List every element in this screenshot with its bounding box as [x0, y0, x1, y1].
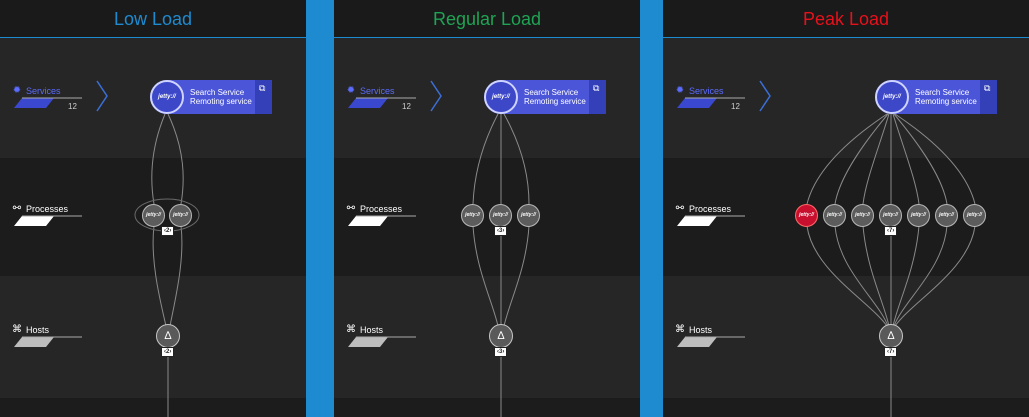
- hosts-underline: [348, 336, 416, 347]
- services-count: 12: [402, 102, 411, 111]
- process-node[interactable]: jetty://: [851, 204, 874, 227]
- external-link-icon: ⧉: [984, 83, 991, 93]
- panel-title: Peak Load: [663, 0, 1029, 38]
- footer-band: [334, 398, 640, 417]
- chevron-right-icon[interactable]: [429, 79, 443, 113]
- connection-lines: [472, 113, 530, 417]
- linux-host-node[interactable]: ∆: [489, 324, 513, 348]
- services-underline: [677, 97, 745, 108]
- external-link-icon: ⧉: [593, 83, 600, 93]
- panel-title: Regular Load: [334, 0, 640, 38]
- process-node[interactable]: jetty://: [142, 204, 165, 227]
- linux-host-node[interactable]: ∆: [156, 324, 180, 348]
- process-icon: ⚯: [675, 203, 685, 214]
- row-label-processes[interactable]: ⚯ Processes: [12, 203, 69, 215]
- chevron-right-icon[interactable]: [95, 79, 109, 113]
- jetty-logo-icon: jetty://: [484, 80, 518, 114]
- hosts-icon: ⌘: [346, 324, 356, 335]
- linux-host-node[interactable]: ∆: [879, 324, 903, 348]
- footer-band: [663, 398, 1029, 417]
- row-label-processes[interactable]: ⚯ Processes: [675, 203, 732, 215]
- row-label-processes[interactable]: ⚯ Processes: [346, 203, 403, 215]
- process-node-alert[interactable]: jetty://: [795, 204, 818, 227]
- process-count-badge[interactable]: ‹2›: [161, 226, 175, 236]
- row-label-services[interactable]: ✹ Services: [12, 85, 61, 97]
- service-name: Search Service: [190, 88, 245, 97]
- gear-icon: ✹: [675, 85, 685, 96]
- panel-peak-load: Peak Load ✹ Services 12 ⚯ Proces: [663, 0, 1029, 417]
- process-node[interactable]: jetty://: [879, 204, 902, 227]
- hosts-underline: [677, 336, 745, 347]
- linux-icon: ∆: [497, 330, 505, 342]
- linux-icon: ∆: [887, 330, 895, 342]
- process-node[interactable]: jetty://: [461, 204, 484, 227]
- gear-icon: ✹: [12, 85, 22, 96]
- services-underline: [348, 97, 416, 108]
- chevron-right-icon[interactable]: [758, 79, 772, 113]
- process-node[interactable]: jetty://: [935, 204, 958, 227]
- hosts-underline: [14, 336, 82, 347]
- row-label-hosts[interactable]: ⌘ Hosts: [12, 324, 50, 336]
- process-node[interactable]: jetty://: [169, 204, 192, 227]
- jetty-logo-icon: jetty://: [875, 80, 909, 114]
- hosts-icon: ⌘: [675, 324, 685, 335]
- service-type: Remoting service: [915, 97, 977, 106]
- jetty-logo-icon: jetty://: [150, 80, 184, 114]
- process-node[interactable]: jetty://: [823, 204, 846, 227]
- process-icon: ⚯: [12, 203, 22, 214]
- service-name: Search Service: [915, 88, 970, 97]
- row-label-services[interactable]: ✹ Services: [346, 85, 395, 97]
- process-count-badge[interactable]: ‹7›: [884, 226, 898, 236]
- process-node[interactable]: jetty://: [517, 204, 540, 227]
- connection-lines: [806, 113, 976, 417]
- host-count-badge[interactable]: ‹2›: [161, 347, 175, 357]
- process-node[interactable]: jetty://: [489, 204, 512, 227]
- processes-underline: [677, 215, 745, 226]
- open-external-button[interactable]: ⧉: [980, 80, 997, 114]
- services-count: 12: [68, 102, 77, 111]
- open-external-button[interactable]: ⧉: [255, 80, 272, 114]
- open-external-button[interactable]: ⧉: [589, 80, 606, 114]
- services-count: 12: [731, 102, 740, 111]
- panel-low-load: Low Load ✹ Services 12 ⚯ Processes ⌘ Hos…: [0, 0, 306, 417]
- footer-band: [0, 398, 306, 417]
- processes-underline: [348, 215, 416, 226]
- gear-icon: ✹: [346, 85, 356, 96]
- row-label-services[interactable]: ✹ Services: [675, 85, 724, 97]
- service-type: Remoting service: [524, 97, 586, 106]
- hosts-icon: ⌘: [12, 324, 22, 335]
- process-icon: ⚯: [346, 203, 356, 214]
- row-label-hosts[interactable]: ⌘ Hosts: [346, 324, 384, 336]
- services-underline: [14, 97, 82, 108]
- host-count-badge[interactable]: ‹7›: [884, 347, 898, 357]
- linux-icon: ∆: [164, 330, 172, 342]
- row-label-hosts[interactable]: ⌘ Hosts: [675, 324, 713, 336]
- processes-underline: [14, 215, 82, 226]
- panel-regular-load: Regular Load ✹ Services 12 ⚯ Processes ⌘…: [334, 0, 640, 417]
- host-count-badge[interactable]: ‹3›: [494, 347, 508, 357]
- process-node[interactable]: jetty://: [907, 204, 930, 227]
- process-node[interactable]: jetty://: [963, 204, 986, 227]
- panel-title: Low Load: [0, 0, 306, 38]
- service-name: Search Service: [524, 88, 579, 97]
- process-count-badge[interactable]: ‹3›: [494, 226, 508, 236]
- service-type: Remoting service: [190, 97, 252, 106]
- external-link-icon: ⧉: [259, 83, 266, 93]
